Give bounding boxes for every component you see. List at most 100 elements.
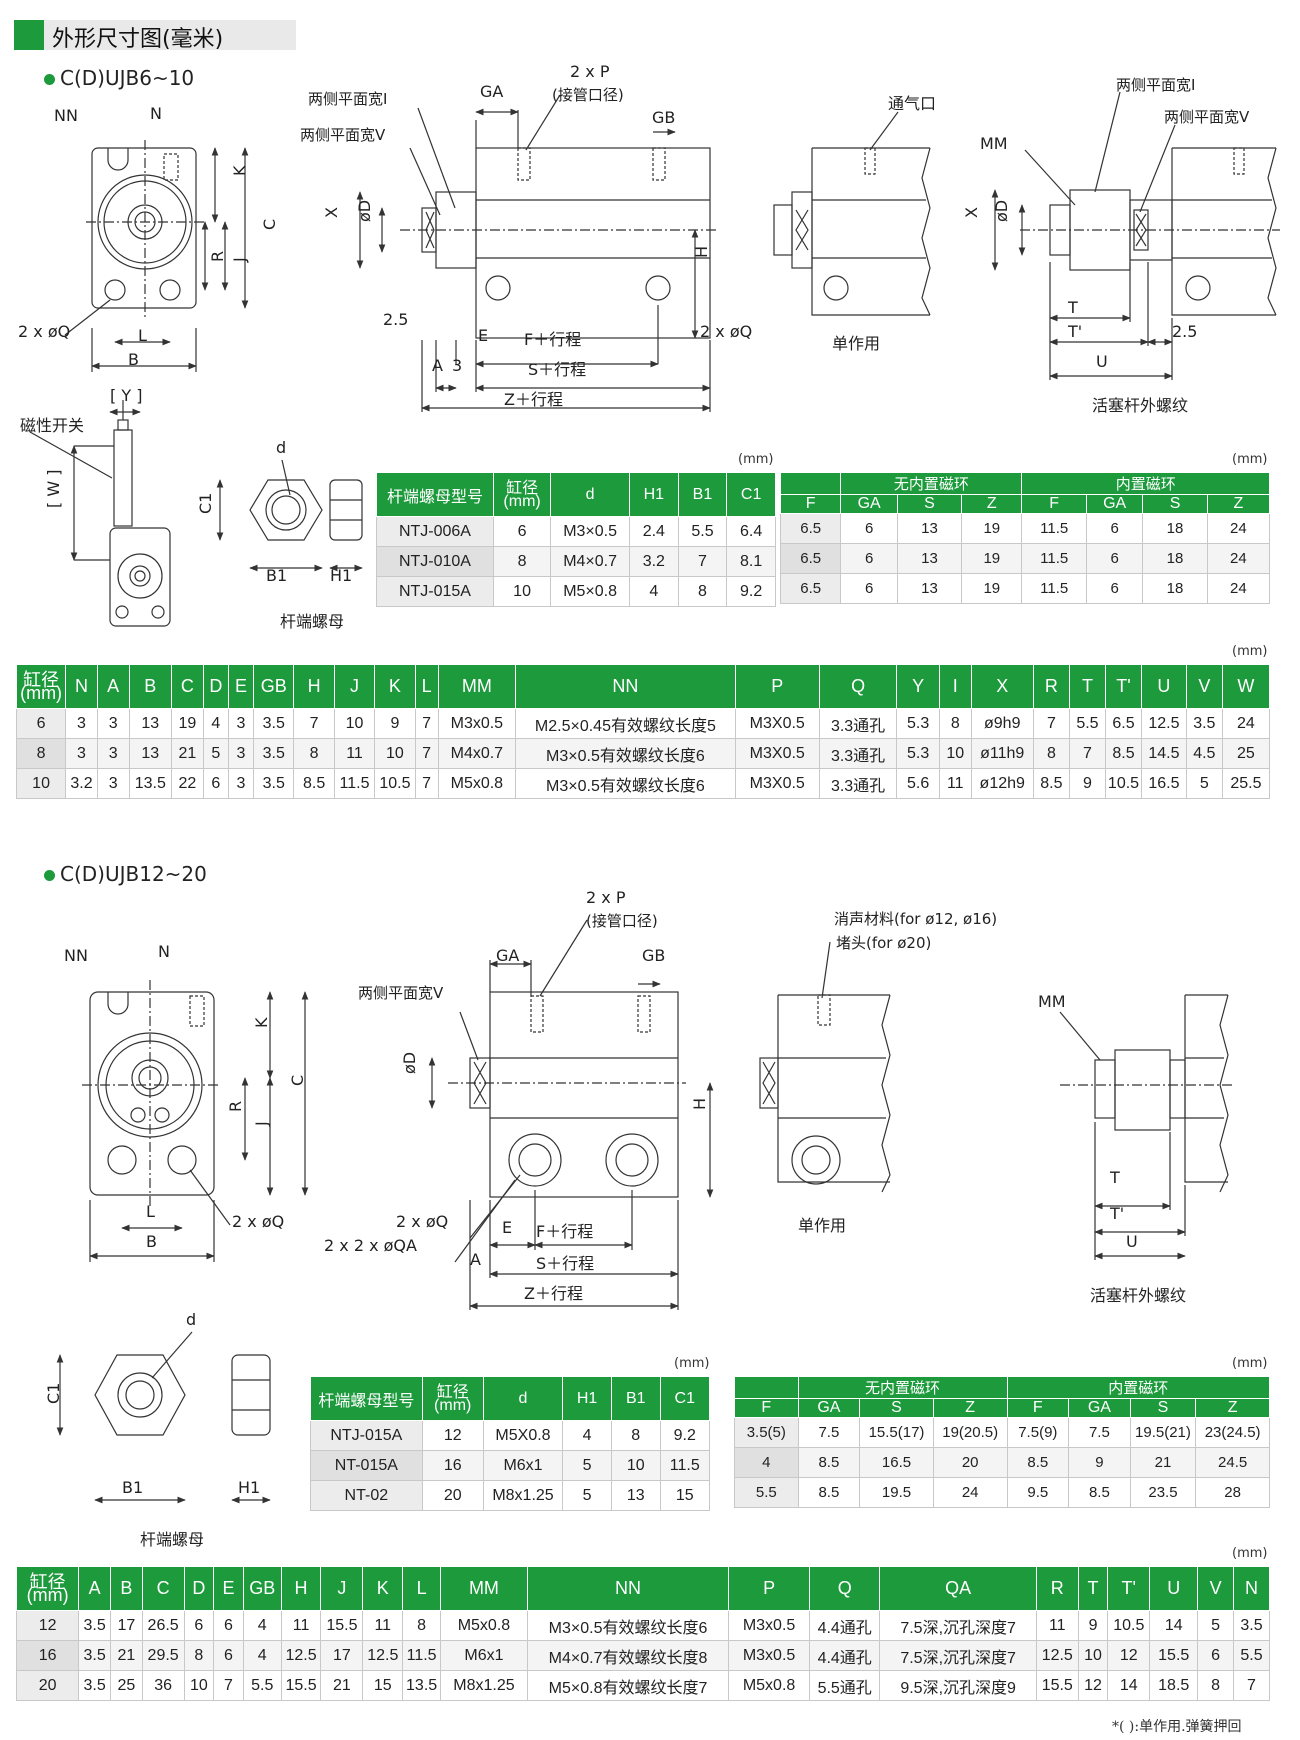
dimension-label-a: A [470, 1250, 481, 1269]
table-cell: ø11h9 [970, 738, 1034, 769]
table-cell: 7 [1233, 1670, 1270, 1701]
table-cell: 6 [1085, 513, 1144, 544]
table-cell: 3.2 [628, 546, 679, 577]
dimension-label-p2: 2 x P [570, 62, 610, 81]
column-header: 缸径(mm) [492, 472, 552, 517]
column-header: C [171, 664, 204, 709]
group-header: 无内置磁环 [797, 1376, 1008, 1399]
table-cell: M5×0.8 [550, 576, 630, 607]
dimension-label-e: E [502, 1218, 513, 1237]
unit-label: (mm) [674, 1356, 710, 1371]
column-header: D [202, 664, 229, 709]
series2-title: C(D)UJB12~20 [44, 862, 207, 886]
series1-title: C(D)UJB6~10 [44, 66, 194, 90]
table-cell: 15.5(17) [859, 1417, 934, 1448]
column-header: F [779, 494, 842, 514]
table-cell: ø12h9 [970, 768, 1034, 799]
dimension-label-b1: B1 [266, 566, 288, 585]
s2-single-acting-view [759, 941, 891, 1193]
column-header: 杆端螺母型号 [376, 472, 494, 517]
table-cell: 14 [1149, 1610, 1199, 1641]
table-cell: 10 [374, 738, 416, 769]
column-header: GA [840, 494, 898, 514]
table-cell: 7 [1032, 708, 1070, 739]
dimension-label-flat-i: 两侧平面宽I [308, 90, 388, 108]
column-header: 缸径(mm) [421, 1376, 484, 1421]
table-cell: 8.5 [1032, 768, 1070, 799]
table-cell: M6x1 [482, 1450, 564, 1481]
table-cell: 9.2 [659, 1420, 711, 1451]
table-cell: 7.5深,沉孔深度7 [879, 1640, 1037, 1671]
table-cell: 11.5 [1021, 513, 1087, 544]
table-cell: 25 [110, 1670, 143, 1701]
table-cell: 25.5 [1221, 768, 1271, 799]
s1-side-view [356, 94, 718, 412]
table-cell: 6 [213, 1610, 244, 1641]
dimension-label-e: E [478, 326, 489, 345]
table-cell: M8x1.25 [482, 1480, 564, 1511]
table-cell: M3x0.5 [728, 1610, 810, 1641]
column-header: 杆端螺母型号 [310, 1376, 423, 1421]
column-header: Z [1206, 494, 1271, 514]
table-cell: 6 [492, 516, 552, 547]
column-header: N [1233, 1566, 1270, 1611]
table-cell: 8 [938, 708, 972, 739]
dimension-label-j: J [230, 257, 249, 262]
table-cell: 5 [1185, 768, 1223, 799]
table-cell: 14 [1107, 1670, 1151, 1701]
table-cell: 5.5 [1233, 1640, 1270, 1671]
table-cell: 8 [677, 576, 728, 607]
table-cell: 5.5 [1068, 708, 1106, 739]
table-cell: 11 [1035, 1610, 1079, 1641]
s1-single-acting-view [773, 111, 931, 316]
group-header: 内置磁环 [1021, 472, 1270, 495]
table-cell: 13.5 [128, 768, 173, 799]
table-cell: M3×0.5有效螺纹长度6 [526, 1610, 730, 1641]
s1-front-view [64, 140, 249, 372]
table-cell: 13.5 [402, 1670, 442, 1701]
table-cell: 4.4通孔 [808, 1610, 881, 1641]
table-cell: 29.5 [141, 1640, 185, 1671]
table-cell: 3.5 [1185, 708, 1223, 739]
table-cell: 15 [659, 1480, 711, 1511]
dimension-label-mm: MM [980, 134, 1008, 153]
table-cell: NTJ-015A [310, 1420, 423, 1451]
column-header: B [128, 664, 173, 709]
column-header: 缸径(mm) [15, 1566, 80, 1611]
table-cell: 4 [242, 1610, 282, 1641]
column-header: GA [1068, 1398, 1131, 1418]
table-cell: 5 [562, 1450, 612, 1481]
table-cell: 13 [128, 708, 173, 739]
table-cell: 13 [896, 543, 963, 574]
dimension-label-gb: GB [642, 946, 666, 965]
column-header: GA [1085, 494, 1144, 514]
series1-title-text: C(D)UJB6~10 [60, 66, 195, 90]
dimension-label-u: U [1096, 352, 1108, 371]
column-header: U [1141, 664, 1187, 709]
dimension-label-nut: 杆端螺母 [280, 612, 345, 631]
table-cell: 3.3通孔 [818, 738, 898, 769]
table-cell: 10 [492, 576, 552, 607]
column-header: MM [440, 1566, 528, 1611]
column-header: 缸径(mm) [15, 664, 67, 709]
table-cell: 11 [938, 768, 972, 799]
unit-label: (mm) [1232, 644, 1268, 659]
table-cell: M5X0.8 [482, 1420, 564, 1451]
column-header: K [374, 664, 416, 709]
table-cell: 9.2 [726, 576, 776, 607]
table-cell: 16.5 [1141, 768, 1187, 799]
table-cell: 8 [293, 738, 335, 769]
table-cell: NT-015A [310, 1450, 423, 1481]
column-header: T [1077, 1566, 1109, 1611]
column-header: B1 [610, 1376, 661, 1421]
table-cell: M3X0.5 [734, 768, 820, 799]
dimension-label-sst: S＋行程 [536, 1254, 595, 1273]
table-cell: 8.5 [1104, 738, 1143, 769]
table-cell: 4 [734, 1447, 799, 1478]
table-cell: M6x1 [440, 1640, 528, 1671]
dimension-label-sensor: 磁性开关 [20, 416, 85, 435]
table-cell: 16 [15, 1640, 80, 1671]
